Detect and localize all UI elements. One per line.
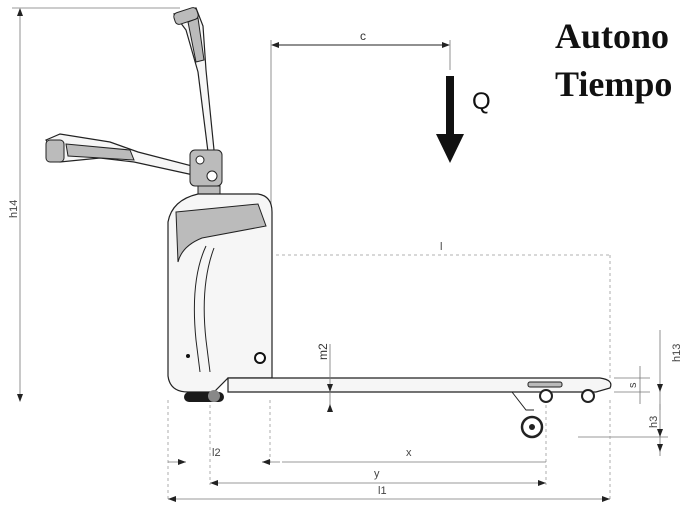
chassis-cover <box>175 203 267 263</box>
dim-label-y: y <box>374 468 380 480</box>
dim-label-h14: h14 <box>8 200 20 218</box>
dimension-l <box>276 254 611 380</box>
pallet-truck <box>45 7 612 439</box>
dim-label-m2: m2 <box>316 343 330 360</box>
tiller-pivot <box>189 149 223 199</box>
dim-label-x: x <box>406 447 412 459</box>
title-line-2: Tiempo <box>555 64 672 104</box>
dimension-h3 <box>578 404 668 456</box>
tiller-lowered <box>45 133 201 177</box>
bottom-dimension-lines <box>167 400 611 502</box>
tiller-raised <box>172 7 215 153</box>
dim-label-l1: l1 <box>378 485 387 497</box>
chassis <box>167 193 273 393</box>
dim-label-l2: l2 <box>212 447 221 459</box>
dim-label-h13: h13 <box>671 344 683 362</box>
key-switch <box>254 352 266 364</box>
dim-label-c: c <box>360 29 366 43</box>
dimension-s <box>614 366 650 404</box>
dim-label-l: l <box>440 241 442 253</box>
load-arrow <box>436 76 464 163</box>
dimension-c <box>270 40 451 250</box>
title-line-1: Autono <box>555 16 669 56</box>
drive-wheel <box>184 390 224 402</box>
dimension-h14 <box>12 7 180 402</box>
load-label: Q <box>472 88 491 115</box>
dimension-m2 <box>327 344 333 412</box>
fork <box>227 377 612 393</box>
dim-label-s: s <box>627 382 639 388</box>
load-wheels <box>511 389 595 439</box>
dim-label-h3: h3 <box>648 416 660 428</box>
dimension-h13 <box>657 330 663 410</box>
